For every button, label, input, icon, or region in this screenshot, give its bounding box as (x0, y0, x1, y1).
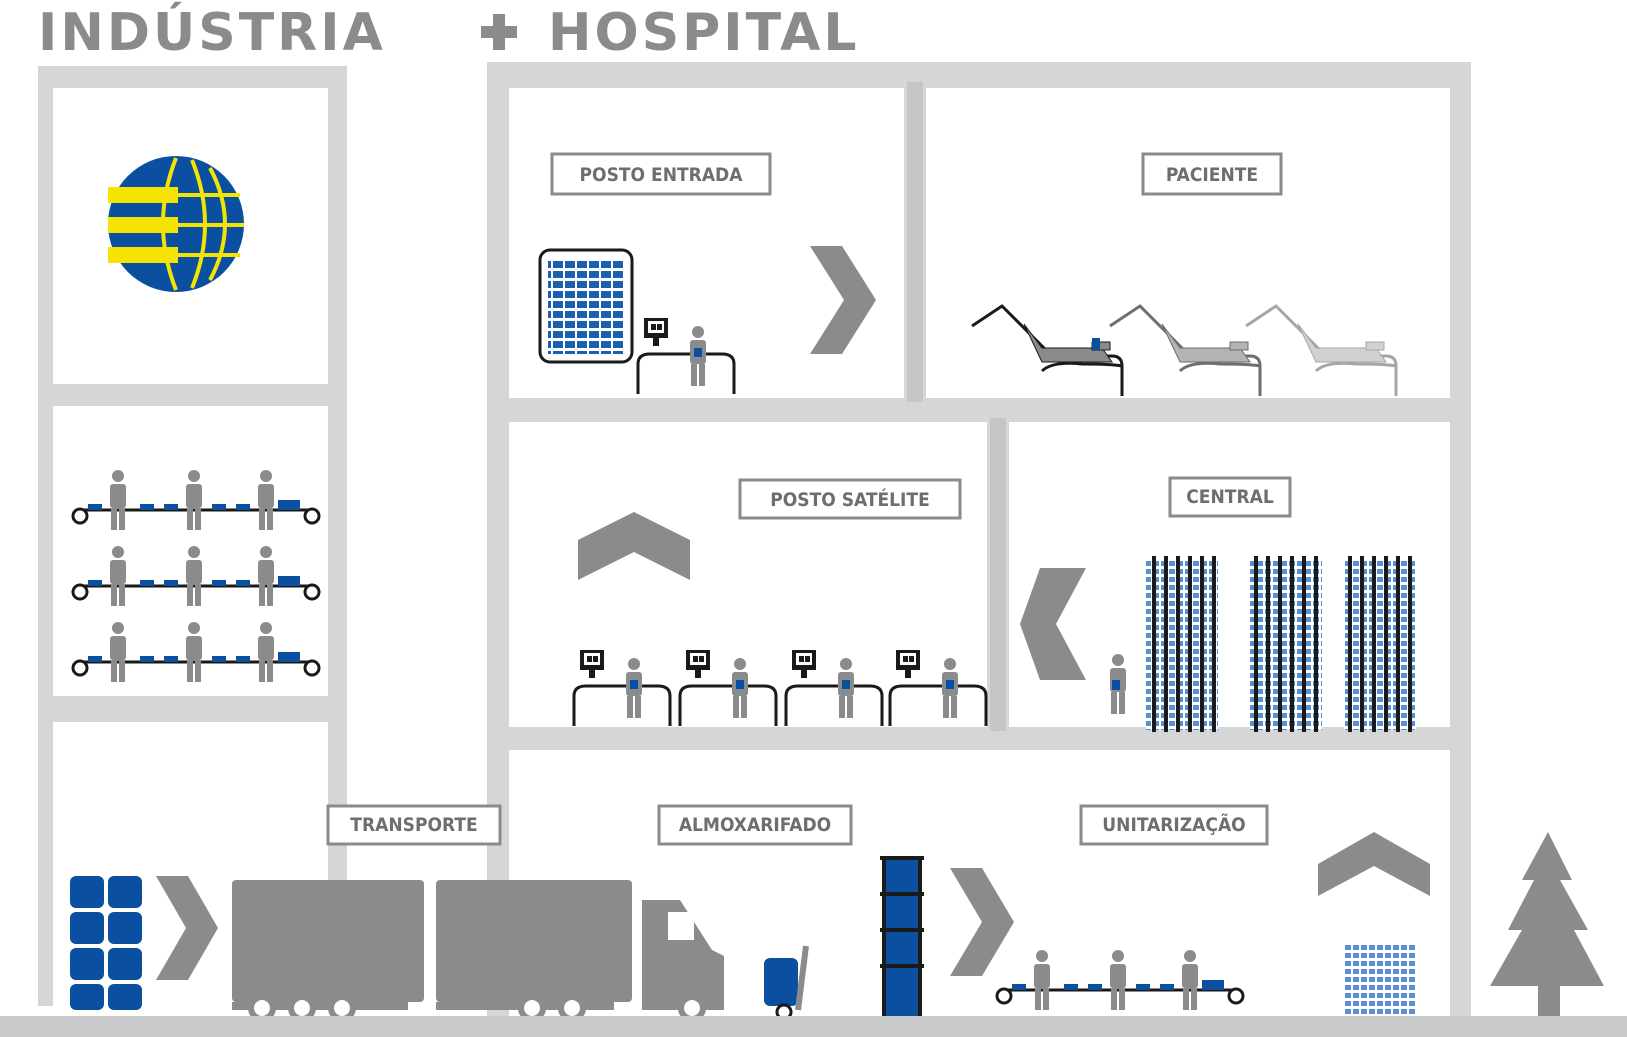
chevron-up-icon (1318, 832, 1430, 896)
posto-entrada-label: POSTO ENTRADA (580, 164, 744, 186)
globe-logo-icon (108, 156, 244, 292)
storage-rack-icon (1344, 556, 1416, 732)
almoxarifado-label: ALMOXARIFADO (679, 814, 831, 836)
almoxarifado-label-box: ALMOXARIFADO (657, 804, 853, 846)
medicine-box-icon (538, 248, 634, 364)
chevron-right-icon (810, 246, 876, 354)
barrel-stack-icon (70, 876, 142, 1010)
storage-rack-icon (1146, 556, 1218, 732)
unit-dose-box-icon (1344, 944, 1416, 1016)
paciente-label-box: PACIENTE (1141, 152, 1283, 196)
patient-bed-icon (970, 304, 1124, 398)
central-label: CENTRAL (1186, 486, 1274, 508)
central-label-box: CENTRAL (1168, 476, 1292, 518)
tree-icon (1490, 832, 1604, 1016)
hospital-heading: HOSPITAL (548, 3, 859, 63)
storage-rack-icon (1250, 556, 1322, 732)
transporte-label: TRANSPORTE (350, 814, 477, 836)
worker-icon (1110, 654, 1126, 714)
unitarizacao-label-box: UNITARIZAÇÃO (1079, 804, 1269, 846)
chevron-right-icon (156, 876, 218, 980)
hand-truck-icon (764, 945, 809, 1021)
truck-icon (232, 880, 724, 1022)
chevron-right-icon (950, 868, 1014, 976)
unitarizacao-label: UNITARIZAÇÃO (1102, 812, 1245, 836)
posto-satelite-label-box: POSTO SATÉLITE (738, 478, 962, 520)
ground-line (0, 1016, 1627, 1037)
industry-heading: INDÚSTRIA (38, 1, 386, 63)
chevron-left-icon (1020, 568, 1086, 680)
plus-cross-icon (481, 14, 517, 50)
shelf-icon (880, 856, 924, 1020)
posto-satelite-label: POSTO SATÉLITE (770, 488, 930, 511)
paciente-label: PACIENTE (1166, 164, 1258, 186)
transporte-label-box: TRANSPORTE (326, 804, 502, 846)
posto-entrada-label-box: POSTO ENTRADA (550, 152, 772, 196)
chevron-up-icon (578, 512, 690, 580)
